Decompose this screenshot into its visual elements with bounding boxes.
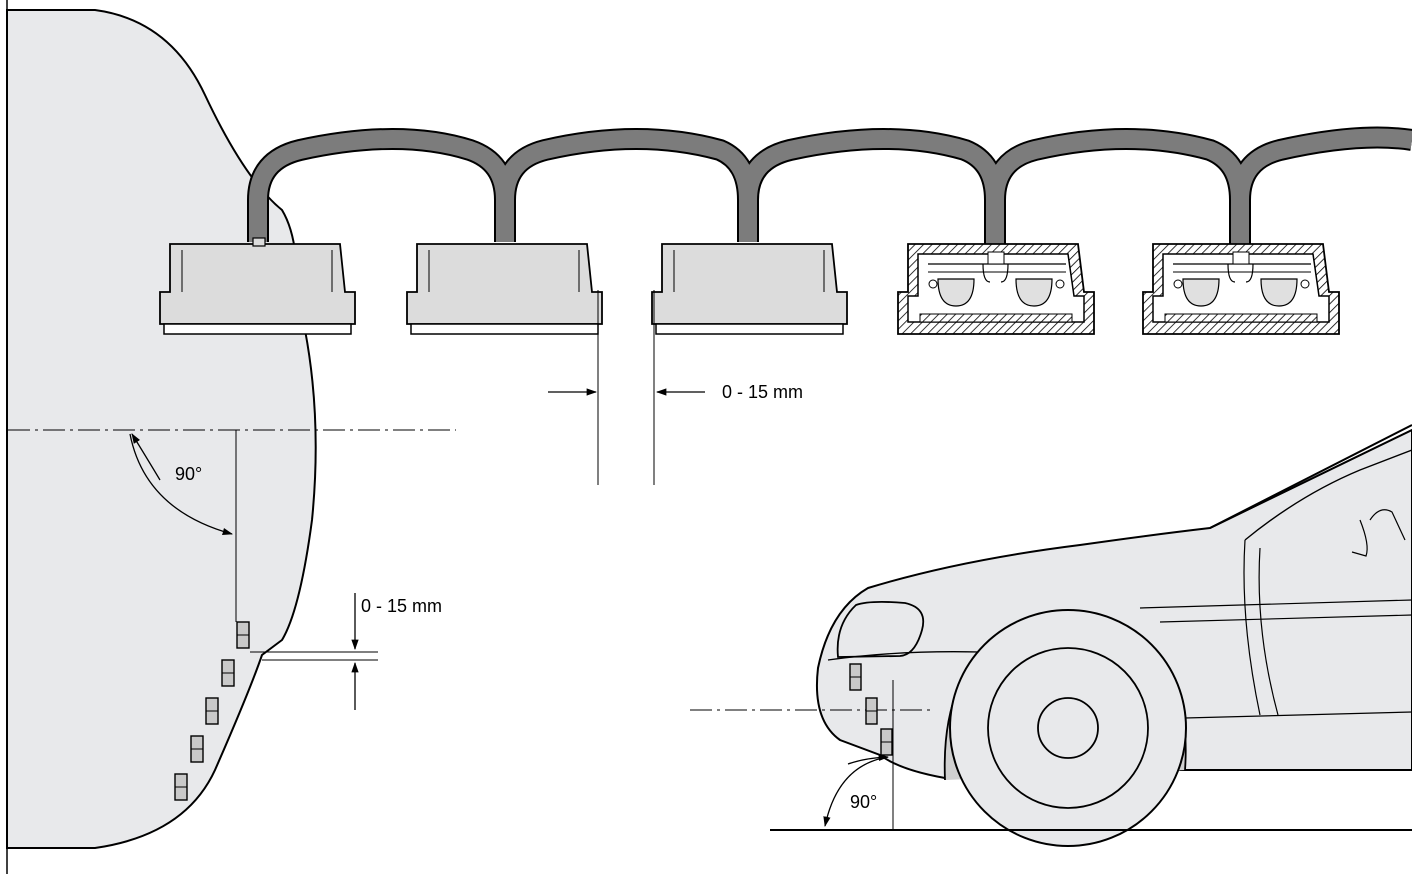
side-sensor: [205, 697, 219, 725]
sensor-module-cutaway-2: [1142, 243, 1340, 335]
top-gap-dimension: [548, 290, 705, 485]
sensor-module-cutaway-1: [897, 243, 1095, 335]
bumper-section-shape: [6, 9, 317, 849]
sensor-cable-chain: [247, 126, 1412, 244]
car-sensor: [880, 728, 893, 756]
car-angle-arc: [823, 756, 889, 828]
side-sensor: [190, 735, 204, 763]
side-angle-label: 90°: [175, 464, 202, 484]
sensor-module-closed-3: [651, 243, 848, 335]
car-sensor: [849, 663, 862, 691]
car-sensors: [849, 663, 893, 756]
car-sensor: [865, 697, 878, 725]
side-sensor: [221, 659, 235, 687]
top-gap-label: 0 - 15 mm: [722, 382, 803, 402]
sensor-module-closed-2: [406, 243, 603, 335]
side-sensor: [236, 621, 250, 649]
sensor-module-closed-1: [159, 237, 356, 335]
side-gap-dimension: [250, 593, 378, 710]
car-angle-label: 90°: [850, 792, 877, 812]
side-angle-arc: [129, 433, 234, 536]
side-gap-label: 0 - 15 mm: [361, 596, 442, 616]
side-sensors: [174, 621, 250, 801]
car-front-illustration: [815, 424, 1412, 847]
side-sensor: [174, 773, 188, 801]
